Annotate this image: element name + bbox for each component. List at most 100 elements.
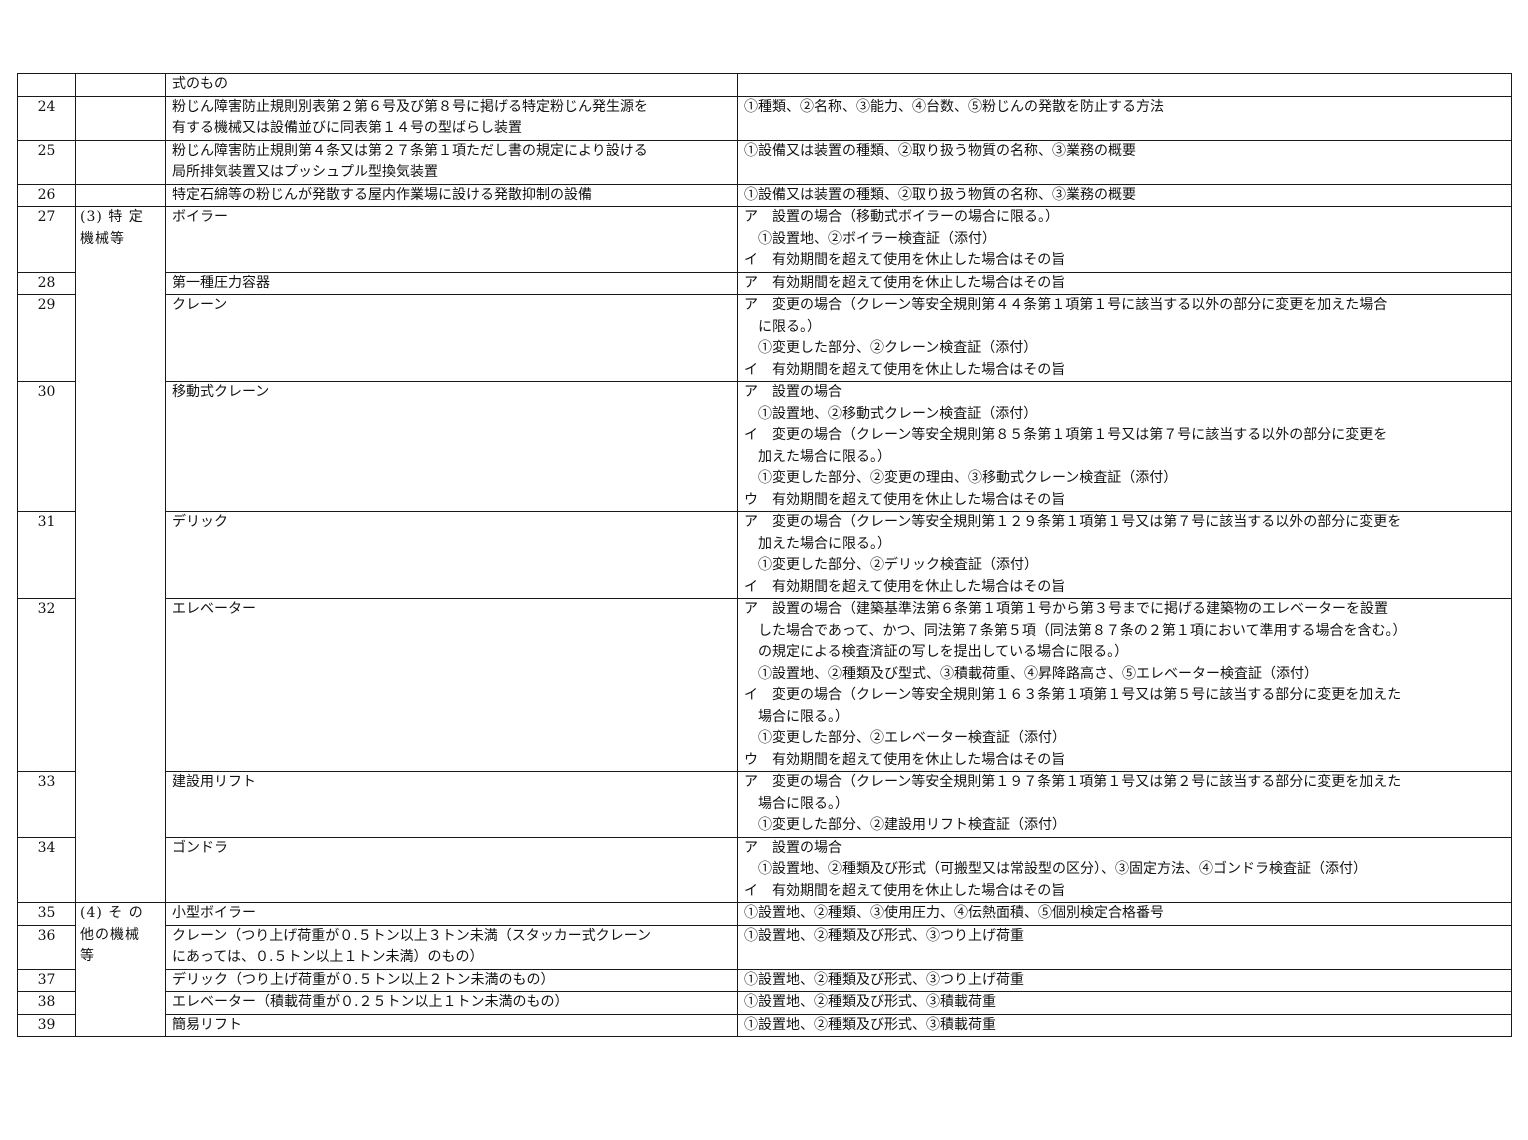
item-line: 移動式クレーン xyxy=(172,384,270,400)
row-number: 29 xyxy=(17,294,76,382)
category-cell-empty xyxy=(75,139,166,185)
row-number: 36 xyxy=(17,924,76,970)
item-cell: ゴンドラ xyxy=(165,836,738,903)
requirement-line: ア 変更の場合（クレーン等安全規則第１９７条第１項第１号又は第２号に該当する部分… xyxy=(744,774,1402,790)
row-number: 26 xyxy=(17,183,76,207)
requirement-cell: ア 変更の場合（クレーン等安全規則第１９７条第１項第１号又は第２号に該当する部分… xyxy=(737,771,1512,838)
table-row: 33 建設用リフト ア 変更の場合（クレーン等安全規則第１９７条第１項第１号又は第２… xyxy=(17,771,1512,838)
category-line: (3) 特 定 xyxy=(80,209,144,225)
requirement-cell: ①設置地、②種類及び形式、③つり上げ荷重 xyxy=(737,968,1512,992)
requirement-line: イ 有効期間を超えて使用を休止した場合はその旨 xyxy=(744,578,1066,595)
item-cell: 建設用リフト xyxy=(165,771,738,838)
requirement-line: イ 有効期間を超えて使用を休止した場合はその旨 xyxy=(744,252,1066,268)
row-number: 28 xyxy=(17,271,76,295)
row-number: 25 xyxy=(17,139,76,185)
row-number: 38 xyxy=(17,991,76,1015)
requirement-line: ①設備又は装置の種類、②取り扱う物質の名称、③業務の概要 xyxy=(744,186,1136,203)
requirement-line: ウ 有効期間を超えて使用を休止した場合はその旨 xyxy=(744,491,1066,508)
item-line: 建設用リフト xyxy=(172,774,256,790)
requirement-line: ウ 有効期間を超えて使用を休止した場合はその旨 xyxy=(744,751,1066,768)
category-cell: (4) そ の他の機械等 xyxy=(75,902,166,1037)
table-row: 27(3) 特 定機械等ボイラーア 設置の場合（移動式ボイラーの場合に限る。） … xyxy=(17,206,1512,903)
category-cell-empty xyxy=(75,73,166,97)
row-number xyxy=(17,73,76,97)
requirement-line: の規定による検査済証の写しを提出している場合に限る。） xyxy=(744,644,1129,660)
requirement-line: ア 設置の場合（建築基準法第６条第１項第１号から第３号までに掲げる建築物のエレベ… xyxy=(744,601,1388,617)
requirement-line: ①変更した部分、②デリック検査証（添付） xyxy=(744,557,1038,573)
item-line: エレベーター（積載荷重が０.２５トン以上１トン未満のもの） xyxy=(172,994,569,1010)
item-line: にあっては、０.５トン以上１トン未満）のもの） xyxy=(172,949,484,965)
item-line: 簡易リフト xyxy=(172,1016,242,1033)
item-cell: 移動式クレーン xyxy=(165,381,738,512)
table-row: 31 デリック ア 変更の場合（クレーン等安全規則第１２９条第１項第１号又は第７号に… xyxy=(17,511,1512,599)
table-row: 30 移動式クレーン ア 設置の場合 ①設置地、②移動式クレーン検査証（添付）イ 変… xyxy=(17,381,1512,512)
item-cell: エレベーター xyxy=(165,598,738,772)
row-number: 35 xyxy=(17,902,76,926)
table-row: 24 粉じん障害防止規則別表第２第６号及び第８号に掲げる特定粉じん発生源を有する機… xyxy=(17,95,1512,141)
requirement-line: ①変更した部分、②変更の理由、③移動式クレーン検査証（添付） xyxy=(744,470,1178,486)
item-line: ゴンドラ xyxy=(172,839,228,856)
item-line: 粉じん障害防止規則第４条又は第２７条第１項ただし書の規定により設ける xyxy=(172,142,648,159)
item-line: 有する機械又は設備並びに同表第１４号の型ばらし装置 xyxy=(172,120,522,136)
table-row: 25 粉じん障害防止規則第４条又は第２７条第１項ただし書の規定により設ける局所排気… xyxy=(17,139,1512,185)
item-cell: 小型ボイラー xyxy=(165,902,738,926)
row-number: 33 xyxy=(17,771,76,838)
requirements-table: 式のもの 24 粉じん障害防止規則別表第２第６号及び第８号に掲げる特定粉じん発生源を… xyxy=(17,73,1512,1037)
requirement-cell: ①種類、②名称、③能力、④台数、⑤粉じんの発散を防止する方法 xyxy=(737,95,1512,141)
requirement-cell: ア 変更の場合（クレーン等安全規則第４４条第１項第１号に該当する以外の部分に変更… xyxy=(737,294,1512,382)
item-line: 第一種圧力容器 xyxy=(172,274,270,291)
row-number: 31 xyxy=(17,511,76,599)
row-number: 34 xyxy=(17,836,76,903)
row-number: 39 xyxy=(17,1013,76,1037)
table-row: 式のもの xyxy=(17,73,1512,97)
row-number: 37 xyxy=(17,968,76,992)
table-row: 26 特定石綿等の粉じんが発散する屋内作業場に設ける発散抑制の設備 ①設備又は装置の… xyxy=(17,183,1512,207)
category-line: (4) そ の xyxy=(80,905,144,921)
table-row: 28 第一種圧力容器 ア 有効期間を超えて使用を休止した場合はその旨 xyxy=(17,271,1512,295)
requirement-line: ア 変更の場合（クレーン等安全規則第１２９条第１項第１号又は第７号に該当する以外… xyxy=(744,514,1402,530)
requirement-cell: ア 設置の場合 ①設置地、②移動式クレーン検査証（添付）イ 変更の場合（クレーン… xyxy=(737,381,1512,512)
category-cell-empty xyxy=(75,183,166,207)
item-line: クレーン（つり上げ荷重が０.５トン以上３トン未満（スタッカー式クレーン xyxy=(172,927,652,944)
item-cell: 第一種圧力容器 xyxy=(165,271,738,295)
requirement-line: ①設置地、②種類、③使用圧力、④伝熱面積、⑤個別検定合格番号 xyxy=(744,905,1164,921)
requirement-line: 場合に限る。） xyxy=(744,795,849,812)
requirement-line: ①設置地、②種類及び形式、③つり上げ荷重 xyxy=(744,971,1024,988)
category-cell: (3) 特 定機械等 xyxy=(75,206,166,903)
requirement-cell: ア 設置の場合（建築基準法第６条第１項第１号から第３号までに掲げる建築物のエレベ… xyxy=(737,598,1512,772)
requirement-line: イ 変更の場合（クレーン等安全規則第１６３条第１項第１号又は第５号に該当する部分… xyxy=(744,687,1402,703)
table-row: 35(4) そ の他の機械等小型ボイラー ①設置地、②種類、③使用圧力、④伝熱面積… xyxy=(17,902,1512,1037)
requirement-cell: ①設置地、②種類及び形式、③つり上げ荷重 xyxy=(737,924,1512,970)
requirement-line: ①設置地、②種類及び形式（可搬型又は常設型の区分）、③固定方法、④ゴンドラ検査証… xyxy=(744,861,1367,877)
item-cell: デリック xyxy=(165,511,738,599)
item-cell: 式のもの xyxy=(165,73,738,97)
requirement-cell: ①設備又は装置の種類、②取り扱う物質の名称、③業務の概要 xyxy=(737,183,1512,207)
requirement-cell: ア 有効期間を超えて使用を休止した場合はその旨 xyxy=(737,271,1512,295)
document-table-container: 式のもの 24 粉じん障害防止規則別表第２第６号及び第８号に掲げる特定粉じん発生源を… xyxy=(17,73,1512,1037)
item-cell: 粉じん障害防止規則第４条又は第２７条第１項ただし書の規定により設ける局所排気装置… xyxy=(165,139,738,185)
requirement-line: ①設備又は装置の種類、②取り扱う物質の名称、③業務の概要 xyxy=(744,142,1136,159)
requirement-line: ①変更した部分、②エレベーター検査証（添付） xyxy=(744,730,1066,746)
requirement-line: ①設置地、②種類及び形式、③つり上げ荷重 xyxy=(744,927,1024,944)
requirement-line: ア 設置の場合 xyxy=(744,384,842,400)
row-number: 24 xyxy=(17,95,76,141)
item-cell: デリック（つり上げ荷重が０.５トン以上２トン未満のもの） xyxy=(165,968,738,992)
requirement-cell: ①設置地、②種類及び形式、③積載荷重 xyxy=(737,991,1512,1015)
item-line: エレベーター xyxy=(172,601,256,617)
requirement-line: 加えた場合に限る。） xyxy=(744,535,891,552)
requirement-line: ア 設置の場合（移動式ボイラーの場合に限る。） xyxy=(744,209,1059,225)
item-cell: 粉じん障害防止規則別表第２第６号及び第８号に掲げる特定粉じん発生源を有する機械又… xyxy=(165,95,738,141)
item-line: 式のもの xyxy=(172,76,228,92)
item-cell: ボイラー xyxy=(165,206,738,273)
item-line: 小型ボイラー xyxy=(172,905,256,921)
item-line: デリック xyxy=(172,514,228,530)
item-line: 特定石綿等の粉じんが発散する屋内作業場に設ける発散抑制の設備 xyxy=(172,186,592,203)
requirement-line: ア 変更の場合（クレーン等安全規則第４４条第１項第１号に該当する以外の部分に変更… xyxy=(744,297,1388,313)
requirement-line: ①変更した部分、②クレーン検査証（添付） xyxy=(744,340,1038,356)
requirement-cell xyxy=(737,73,1512,97)
row-number: 30 xyxy=(17,381,76,512)
table-body: 式のもの 24 粉じん障害防止規則別表第２第６号及び第８号に掲げる特定粉じん発生源を… xyxy=(17,73,1512,1037)
